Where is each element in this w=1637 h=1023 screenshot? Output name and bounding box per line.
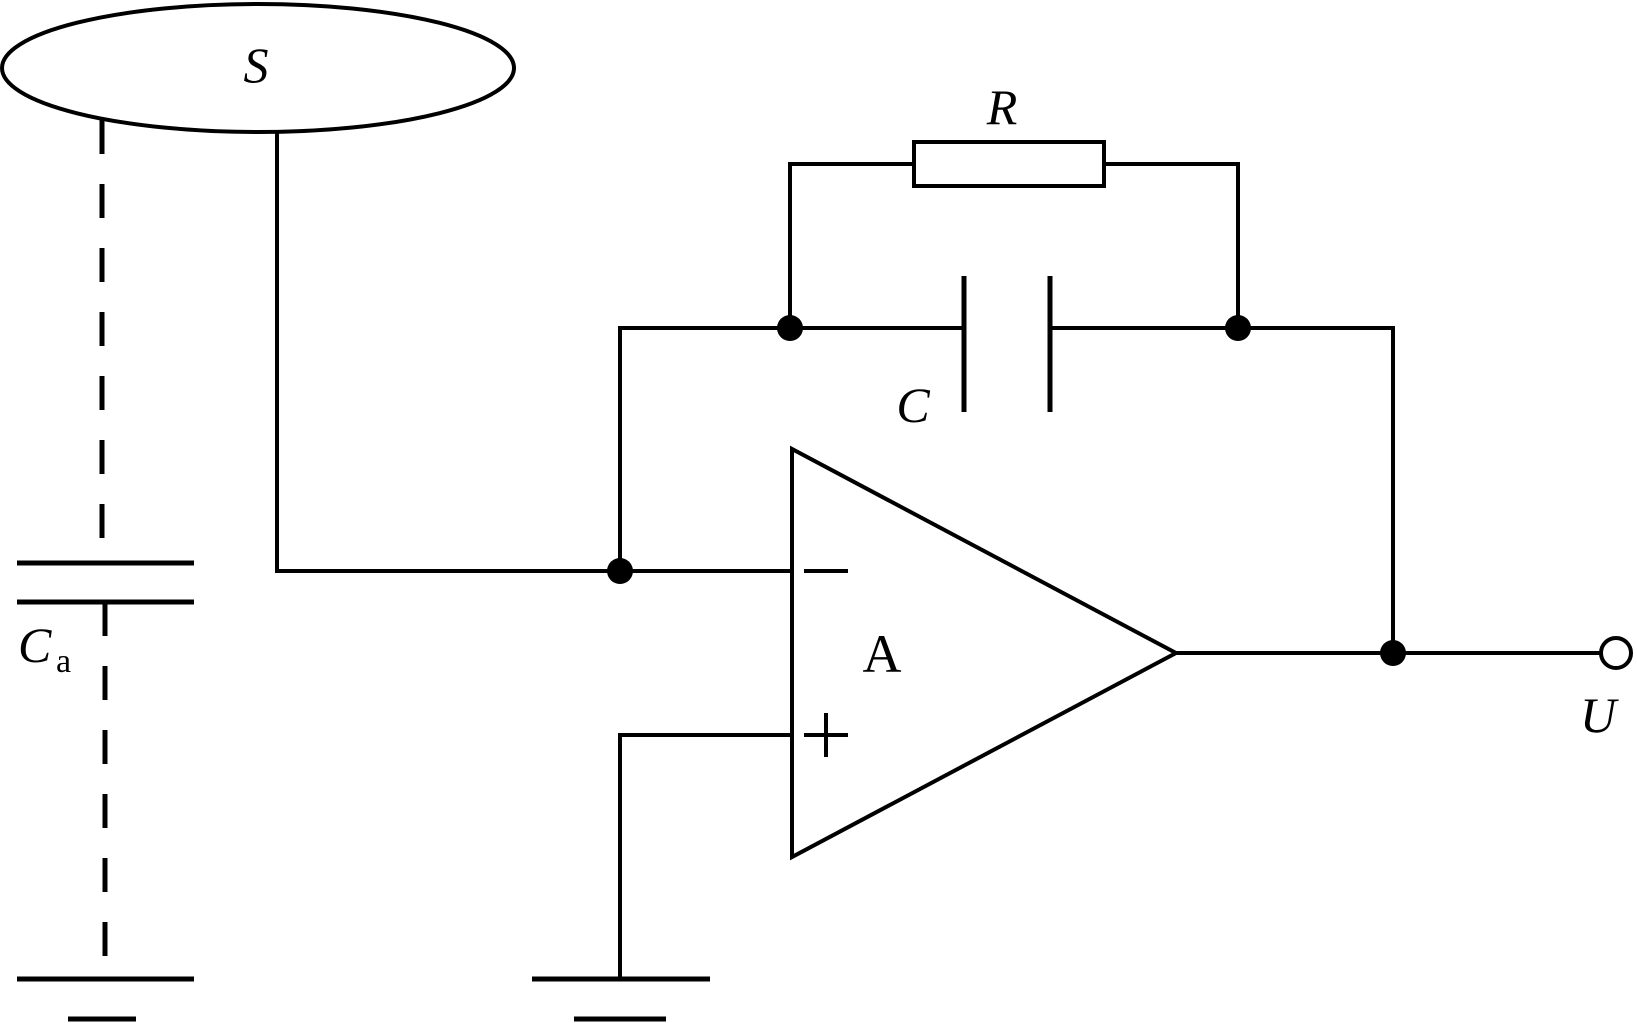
stray-capacitance-label: C: [18, 617, 52, 673]
feedback-left-wire: [618, 326, 792, 573]
op-amp-label: A: [863, 624, 902, 684]
output-terminal: [1599, 636, 1633, 670]
junction-dot-output: [1380, 640, 1406, 666]
junction-dot-inverting-node: [607, 558, 633, 584]
junction-dot-feedback-left: [777, 315, 803, 341]
resistor-left-wire: [788, 162, 916, 330]
resistor: [912, 140, 1106, 188]
stray-capacitance-subscript: a: [56, 643, 71, 680]
output-label: U: [1580, 687, 1619, 743]
feedback-right-wire: [1236, 326, 1395, 655]
junction-dot-feedback-right: [1225, 315, 1251, 341]
non-inverting-input-wire: [618, 733, 794, 981]
capacitor-label: C: [896, 377, 930, 433]
resistor-label: R: [986, 79, 1018, 135]
resistor-right-wire: [1102, 162, 1240, 330]
sensor-label: S: [244, 37, 269, 93]
op-amp: [790, 445, 1181, 861]
sensor-electrode: [0, 2, 516, 134]
sensor-lead-wire: [275, 132, 622, 573]
